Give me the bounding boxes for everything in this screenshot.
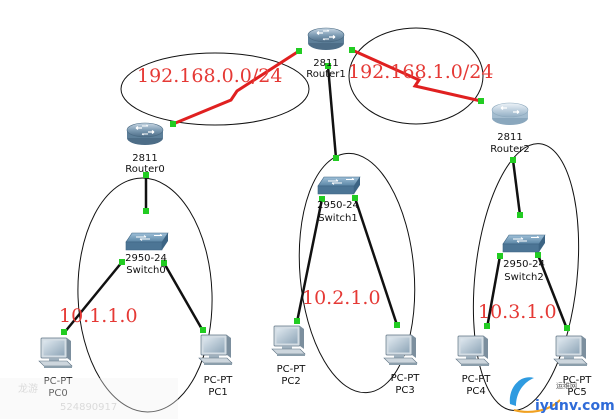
lan2-network-label: 10.3.1.0 <box>478 301 557 323</box>
pc1-name-label: PC1 <box>208 387 227 398</box>
ellipse-lan0 <box>77 177 213 413</box>
pc-icon <box>553 335 588 367</box>
lan0-network-label: 10.1.1.0 <box>59 305 138 327</box>
pc1-model-label: PC-PT <box>204 375 234 386</box>
ethernet-link-sw0-pc0 <box>63 261 123 334</box>
ellipse-wan-right <box>348 27 484 125</box>
router-icon <box>307 27 345 51</box>
router0-model-label: 2811 <box>132 153 157 164</box>
network-address-labels: 192.168.0.0/24 192.168.1.0/24 10.1.1.0 1… <box>59 61 557 327</box>
switch-icon <box>502 234 546 253</box>
pc-icon <box>198 334 233 366</box>
switch0-model-label: 2950-24 <box>125 253 167 264</box>
router2-name-label: Router2 <box>490 144 530 155</box>
pc-icon <box>455 335 490 367</box>
switch-icon <box>317 176 361 195</box>
serial-link-r1-r2 <box>351 48 482 103</box>
pc0-name-label: PC0 <box>48 388 67 399</box>
wan-right-network-label: 192.168.1.0/24 <box>348 61 493 83</box>
watermark-logo-small: 运维网 <box>556 381 577 390</box>
ellipse-lan2 <box>472 143 580 411</box>
pc-icon <box>271 325 306 357</box>
watermark-logo-main: iyunv.com <box>535 398 614 414</box>
router-router0[interactable]: 2811 Router0 <box>125 122 165 175</box>
lan1-network-label: 10.2.1.0 <box>302 287 381 309</box>
router1-model-label: 2811 <box>313 58 338 69</box>
ethernet-link-sw1-pc3 <box>353 197 399 326</box>
logo-swoosh-icon <box>509 377 534 406</box>
watermark-logo: 运维网 iyunv.com <box>509 377 614 414</box>
switch-switch0[interactable]: 2950-24 Switch0 <box>125 232 169 276</box>
pc5-name-label: PC5 <box>567 387 586 398</box>
links <box>63 48 569 334</box>
switch0-name-label: Switch0 <box>126 265 165 276</box>
pc-pc0[interactable]: PC-PT PC0 <box>38 337 74 399</box>
serial-link-r1-r0 <box>172 49 300 126</box>
ethernet-link-r1-sw1 <box>326 65 338 159</box>
wan-left-network-label: 192.168.0.0/24 <box>137 65 282 87</box>
pc-pc5[interactable]: PC-PT PC5 <box>553 335 593 398</box>
pc3-name-label: PC3 <box>395 385 414 396</box>
ellipse-wan-left <box>120 52 310 126</box>
watermark-left: 龙游 524890917 <box>0 378 178 419</box>
ethernet-link-sw1-pc2 <box>295 198 324 323</box>
watermark-left-bottom: 524890917 <box>60 402 117 413</box>
switch-icon <box>125 232 169 251</box>
pc-pc3[interactable]: PC-PT PC3 <box>383 334 421 396</box>
switch1-model-label: 2950-24 <box>317 200 359 211</box>
router2-model-label: 2811 <box>497 132 522 143</box>
router-icon <box>491 102 529 126</box>
router-router2[interactable]: 2811 Router2 <box>490 102 530 155</box>
pc0-model-label: PC-PT <box>44 376 74 387</box>
router-icon <box>126 122 164 146</box>
pc-pc2[interactable]: PC-PT PC2 <box>271 325 307 387</box>
switch-switch2[interactable]: 2950-24 Switch2 <box>502 234 546 283</box>
ethernet-link-sw2-pc5 <box>536 254 569 330</box>
pc2-name-label: PC2 <box>281 376 300 387</box>
pc-icon <box>38 337 73 369</box>
switch2-model-label: 2950-24 <box>503 259 545 270</box>
pc5-model-label: PC-PT <box>563 375 593 386</box>
ethernet-link-sw0-pc1 <box>162 262 205 332</box>
pc-icon <box>383 334 418 366</box>
watermark-left-top: 龙游 <box>18 382 38 395</box>
switch2-name-label: Switch2 <box>504 272 543 283</box>
router-router1[interactable]: 2811 Router1 <box>306 27 346 80</box>
router1-name-label: Router1 <box>306 69 346 80</box>
network-boundaries <box>77 27 580 413</box>
pc3-model-label: PC-PT <box>391 373 421 384</box>
pc-pc4[interactable]: PC-PT PC4 <box>455 335 492 397</box>
switch-switch1[interactable]: 2950-24 Switch1 <box>317 176 361 224</box>
ellipse-lan1 <box>298 152 416 394</box>
pc4-name-label: PC4 <box>466 386 485 397</box>
router0-name-label: Router0 <box>125 164 165 175</box>
pc4-model-label: PC-PT <box>462 374 492 385</box>
ethernet-link-r2-sw2 <box>511 159 522 216</box>
pc2-model-label: PC-PT <box>277 364 307 375</box>
pc-pc1[interactable]: PC-PT PC1 <box>198 334 234 398</box>
port-status-dots <box>61 47 570 335</box>
ethernet-link-sw2-pc4 <box>485 255 502 329</box>
switch1-name-label: Switch1 <box>318 213 357 224</box>
